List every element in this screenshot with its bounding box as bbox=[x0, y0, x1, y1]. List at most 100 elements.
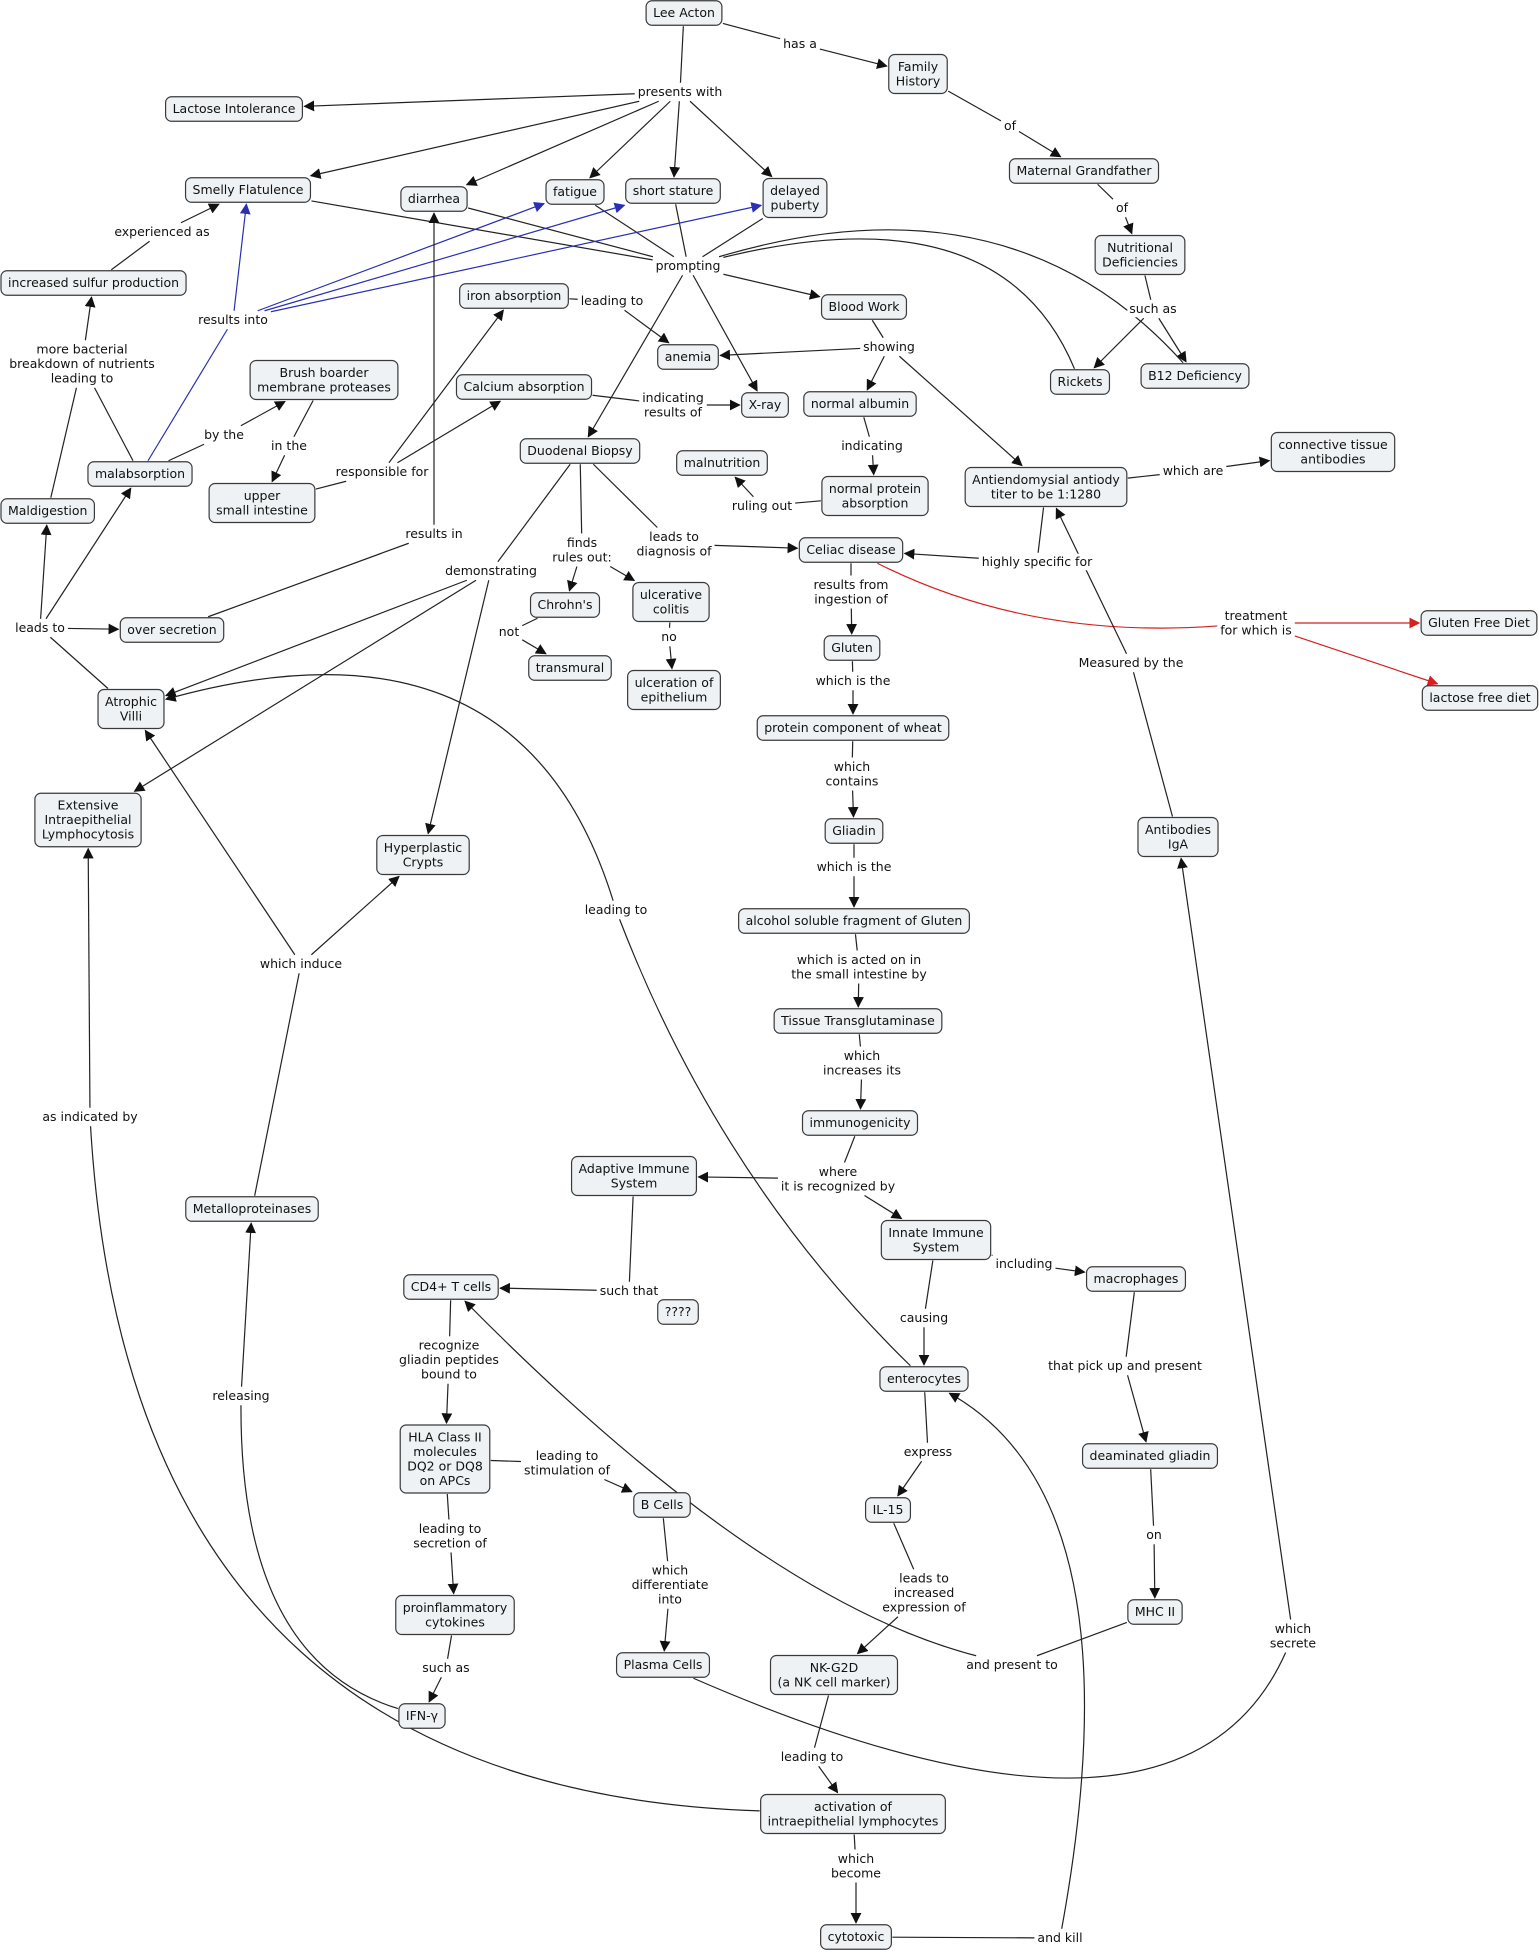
linking-phrase-including[interactable]: including bbox=[993, 1255, 1055, 1273]
concept-immuno[interactable]: immunogenicity bbox=[801, 1110, 919, 1136]
concept-sulfur[interactable]: increased sulfur production bbox=[0, 270, 187, 296]
concept-lactfree[interactable]: lactose free diet bbox=[1421, 685, 1539, 711]
concept-short[interactable]: short stature bbox=[625, 178, 721, 204]
concept-malabs[interactable]: malabsorption bbox=[87, 461, 193, 487]
linking-phrase-by-the[interactable]: by the bbox=[202, 426, 246, 444]
linking-phrase-in-the[interactable]: in the bbox=[269, 437, 309, 455]
concept-mhc2[interactable]: MHC II bbox=[1127, 1599, 1183, 1625]
linking-phrase-which-is-the-1[interactable]: which is the bbox=[813, 672, 893, 690]
concept-alcohol[interactable]: alcohol soluble fragment of Gluten bbox=[738, 908, 970, 934]
linking-phrase-such-as-1[interactable]: such as bbox=[1127, 300, 1179, 318]
linking-phrase-of-2[interactable]: of bbox=[1113, 199, 1131, 217]
concept-transmural[interactable]: transmural bbox=[528, 655, 612, 681]
linking-phrase-which-is-the-2[interactable]: which is the bbox=[814, 858, 894, 876]
linking-phrase-highly-specific[interactable]: highly specific for bbox=[979, 553, 1095, 571]
concept-lactose[interactable]: Lactose Intolerance bbox=[164, 96, 304, 122]
concept-lee[interactable]: Lee Acton bbox=[645, 0, 723, 26]
linking-phrase-showing[interactable]: showing bbox=[861, 338, 917, 356]
linking-phrase-measured-by[interactable]: Measured by the bbox=[1076, 654, 1186, 672]
concept-metallo[interactable]: Metalloproteinases bbox=[185, 1196, 319, 1222]
linking-phrase-such-that[interactable]: such that bbox=[597, 1282, 661, 1300]
linking-phrase-leading-to-1[interactable]: leading to bbox=[578, 292, 646, 310]
concept-oversec[interactable]: over secretion bbox=[119, 617, 225, 643]
concept-fatigue[interactable]: fatigue bbox=[545, 179, 605, 205]
concept-deam[interactable]: deaminated gliadin bbox=[1081, 1443, 1219, 1469]
linking-phrase-such-as-2[interactable]: such as bbox=[420, 1659, 472, 1677]
concept-gluten[interactable]: Gluten bbox=[823, 635, 881, 661]
concept-protwheat[interactable]: protein component of wheat bbox=[756, 715, 950, 741]
linking-phrase-leads-to[interactable]: leads to bbox=[13, 619, 67, 637]
concept-celiac[interactable]: Celiac disease bbox=[798, 537, 904, 563]
linking-phrase-experienced-as[interactable]: experienced as bbox=[112, 223, 212, 241]
concept-iron[interactable]: iron absorption bbox=[459, 283, 569, 309]
linking-phrase-of-1[interactable]: of bbox=[1001, 117, 1019, 135]
linking-phrase-demonstrating[interactable]: demonstrating bbox=[443, 562, 539, 580]
concept-b12[interactable]: B12 Deficiency bbox=[1140, 363, 1250, 389]
linking-phrase-on[interactable]: on bbox=[1144, 1526, 1164, 1544]
concept-gfd[interactable]: Gluten Free Diet bbox=[1420, 610, 1538, 636]
linking-phrase-leading-to-3[interactable]: leading to bbox=[778, 1748, 846, 1766]
linking-phrase-which-induce[interactable]: which induce bbox=[257, 955, 345, 973]
concept-bcells[interactable]: B Cells bbox=[633, 1492, 691, 1518]
concept-maternal[interactable]: Maternal Grandfather bbox=[1008, 158, 1160, 184]
linking-phrase-prompting[interactable]: prompting bbox=[653, 257, 723, 275]
linking-phrase-no[interactable]: no bbox=[659, 628, 679, 646]
linking-phrase-and-present[interactable]: and present to bbox=[964, 1656, 1060, 1674]
linking-phrase-releasing[interactable]: releasing bbox=[210, 1387, 272, 1405]
linking-phrase-pick-up[interactable]: that pick up and present bbox=[1046, 1357, 1204, 1375]
linking-phrase-leading-to-2[interactable]: leading to bbox=[582, 901, 650, 919]
concept-bloodwork[interactable]: Blood Work bbox=[820, 294, 908, 320]
linking-phrase-responsible-for[interactable]: responsible for bbox=[333, 463, 431, 481]
concept-calcium[interactable]: Calcium absorption bbox=[455, 374, 593, 400]
concept-cytotoxic[interactable]: cytotoxic bbox=[820, 1924, 892, 1950]
concept-plasma[interactable]: Plasma Cells bbox=[615, 1652, 711, 1678]
concept-nkg2d[interactable]: NK-G2D(a NK cell marker) bbox=[769, 1654, 899, 1696]
linking-phrase-results-into[interactable]: results into bbox=[196, 311, 270, 329]
concept-chrohn[interactable]: Chrohn's bbox=[529, 592, 601, 618]
concept-enterocytes[interactable]: enterocytes bbox=[879, 1366, 969, 1392]
linking-phrase-and-kill[interactable]: and kill bbox=[1035, 1929, 1085, 1947]
concept-gliadin[interactable]: Gliadin bbox=[824, 818, 884, 844]
concept-macro[interactable]: macrophages bbox=[1085, 1266, 1187, 1292]
linking-phrase-indicating[interactable]: indicating bbox=[839, 437, 905, 455]
concept-smelly[interactable]: Smelly Flatulence bbox=[184, 177, 312, 203]
linking-phrase-has-a[interactable]: has a bbox=[781, 35, 819, 53]
linking-phrase-express[interactable]: express bbox=[901, 1443, 955, 1461]
linking-phrase-presents-with[interactable]: presents with bbox=[635, 83, 725, 101]
concept-albumin[interactable]: normal albumin bbox=[803, 391, 917, 417]
concept-qqqq[interactable]: ???? bbox=[657, 1299, 699, 1325]
concept-xray[interactable]: X-ray bbox=[741, 392, 789, 418]
concept-duodenal[interactable]: Duodenal Biopsy bbox=[519, 438, 641, 464]
concept-maldig[interactable]: Maldigestion bbox=[0, 498, 96, 524]
concept-rickets[interactable]: Rickets bbox=[1049, 369, 1111, 395]
